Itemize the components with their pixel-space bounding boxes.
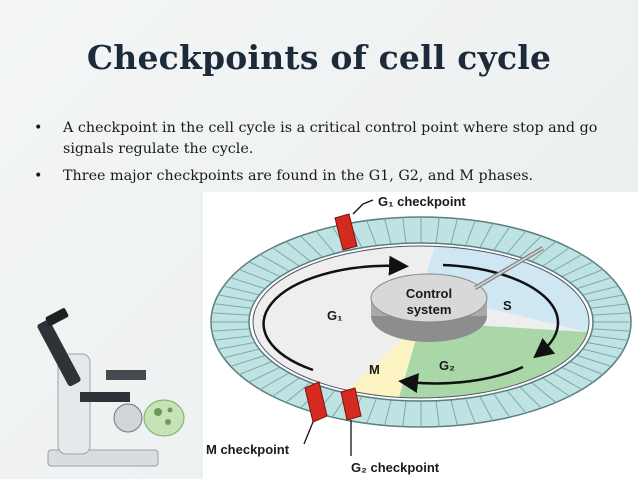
- ring-tick: [561, 366, 594, 383]
- ring-tick: [248, 366, 281, 383]
- ring-tick: [569, 269, 604, 283]
- ring-tick: [479, 223, 494, 248]
- ring-tick: [531, 382, 557, 403]
- bullet-dot-icon: •: [34, 168, 43, 184]
- ring-tick: [259, 254, 290, 272]
- bullet-item: •Three major checkpoints are found in th…: [30, 166, 620, 187]
- ring-tick: [272, 247, 300, 267]
- ring-tick: [300, 235, 323, 258]
- ring-tick: [479, 396, 494, 421]
- ring-tick: [230, 354, 266, 367]
- ring-tick: [238, 361, 273, 375]
- ring-tick: [285, 241, 311, 262]
- bullet-item: •A checkpoint in the cell cycle is a cri…: [34, 120, 598, 157]
- ring-tick: [384, 399, 392, 426]
- g2-checkpoint-marker: [340, 387, 362, 456]
- ring-tick: [576, 277, 612, 290]
- ring-tick: [366, 398, 377, 424]
- petri-dish-icon: [143, 399, 185, 437]
- ring-tick: [582, 285, 619, 296]
- ring-tick: [531, 241, 557, 262]
- ring-tick: [587, 341, 624, 350]
- g2-phase-label: G₂: [439, 358, 455, 373]
- ring-tick: [272, 377, 300, 397]
- ring-tick: [493, 226, 511, 251]
- bullet-list: •A checkpoint in the cell cycle is a cri…: [30, 118, 620, 193]
- g1-checkpoint-marker: [334, 199, 374, 251]
- cell-cycle-svg: G₁ checkpoint M checkpoint G₂ checkpoint…: [206, 194, 632, 475]
- ring-tick: [402, 400, 407, 427]
- ring-tick: [561, 261, 594, 278]
- ring-tick: [590, 303, 628, 309]
- control-label-line1: Control: [406, 286, 452, 301]
- g2-checkpoint-label: G₂ checkpoint: [351, 460, 440, 475]
- ring-tick: [542, 247, 570, 267]
- ring-tick: [435, 400, 440, 427]
- ring-tick: [248, 261, 281, 278]
- ring-tick: [214, 335, 252, 341]
- ring-tick: [592, 312, 631, 316]
- ring-tick: [506, 390, 527, 414]
- ring-tick: [218, 294, 255, 303]
- m-checkpoint-marker: [303, 381, 328, 445]
- ring-tick: [519, 235, 542, 258]
- ring-tick: [592, 328, 631, 332]
- ring-tick: [493, 393, 511, 418]
- ring-tick: [259, 372, 290, 390]
- ring-tick: [285, 382, 311, 403]
- ring-tick: [450, 399, 458, 426]
- ring-tick: [211, 312, 250, 316]
- ring-tick: [223, 348, 260, 359]
- ring-tick: [450, 218, 458, 245]
- ring-tick: [582, 348, 619, 359]
- ring-tick: [569, 361, 604, 375]
- cell-cycle-diagram: G₁ checkpoint M checkpoint G₂ checkpoint…: [203, 192, 638, 479]
- cycle-arrow: [262, 255, 560, 393]
- m-phase-label: M: [369, 362, 380, 377]
- ring-tick: [542, 377, 570, 397]
- ring-tick: [506, 230, 527, 254]
- bullet-dot-icon: •: [34, 120, 43, 136]
- ring-tick: [402, 217, 407, 244]
- ring-tick: [465, 398, 476, 424]
- ring-tick: [587, 294, 624, 303]
- control-label-line2: system: [407, 302, 452, 317]
- ring-tick: [214, 303, 252, 309]
- g1-phase-label: G₁: [327, 308, 343, 323]
- ring-tick: [552, 254, 583, 272]
- ring-tick: [230, 277, 266, 290]
- m-checkpoint-label: M checkpoint: [206, 442, 290, 457]
- microscope-icon: [37, 308, 185, 467]
- ring-tick: [366, 220, 377, 246]
- slide-title: Checkpoints of cell cycle: [86, 38, 552, 77]
- ring-tick: [384, 218, 392, 245]
- ring-tick: [590, 335, 628, 341]
- ring-tick: [519, 386, 542, 409]
- ring-tick: [218, 341, 255, 350]
- ring-tick: [552, 372, 583, 390]
- ring-tick: [223, 285, 260, 296]
- ring-tick: [238, 269, 273, 283]
- ring-tick: [465, 220, 476, 246]
- ring-tick: [576, 354, 612, 367]
- ring-tick: [211, 328, 250, 332]
- s-phase-label: S: [503, 298, 512, 313]
- control-system-hub: [370, 246, 545, 342]
- ring-tick: [435, 217, 440, 244]
- g1-checkpoint-label: G₁ checkpoint: [378, 194, 466, 209]
- ring-tick: [315, 230, 336, 254]
